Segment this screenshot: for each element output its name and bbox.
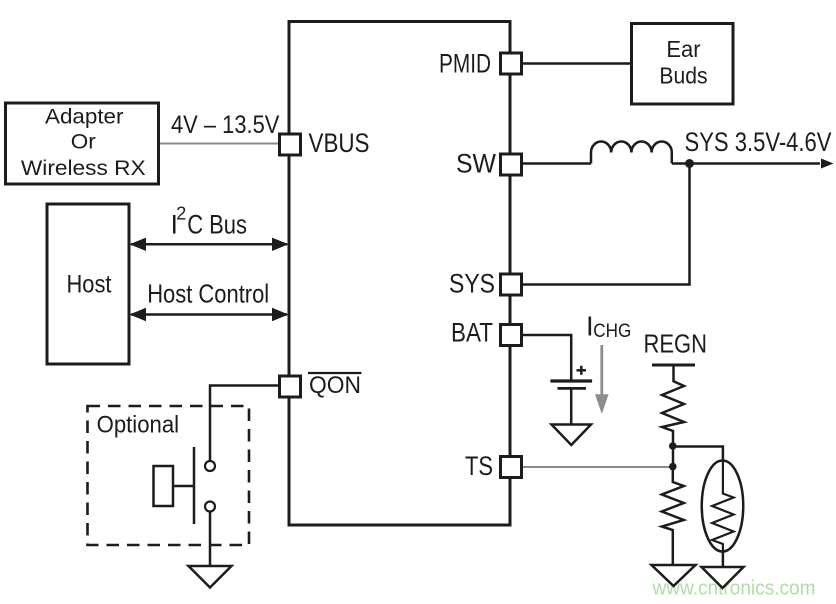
svg-text:Adapter: Adapter [45,106,124,129]
svg-text:SW: SW [456,149,496,179]
svg-text:Optional: Optional [97,412,180,439]
svg-text:Wireless RX: Wireless RX [21,157,146,180]
svg-text:C Bus: C Bus [187,209,247,239]
svg-text:Ear: Ear [666,36,701,62]
svg-text:TS: TS [465,451,493,481]
svg-text:I: I [171,209,179,239]
svg-text:SYS: SYS [449,269,495,299]
svg-text:Host Control: Host Control [147,278,269,308]
svg-text:www.cntronics.com: www.cntronics.com [652,578,816,600]
svg-text:CHG: CHG [593,320,631,342]
svg-text:Buds: Buds [659,63,707,89]
svg-text:SYS 3.5V-4.6V: SYS 3.5V-4.6V [685,127,832,157]
svg-text:VBUS: VBUS [309,128,370,158]
svg-text:2: 2 [176,203,186,223]
svg-text:Or: Or [71,130,96,153]
svg-text:I: I [586,311,594,342]
svg-text:QON: QON [309,372,361,399]
svg-text:BAT: BAT [451,318,493,348]
svg-text:Host: Host [67,271,112,299]
svg-text:4V – 13.5V: 4V – 13.5V [171,111,280,139]
svg-text:REGN: REGN [644,331,708,359]
svg-text:PMID: PMID [439,49,491,79]
